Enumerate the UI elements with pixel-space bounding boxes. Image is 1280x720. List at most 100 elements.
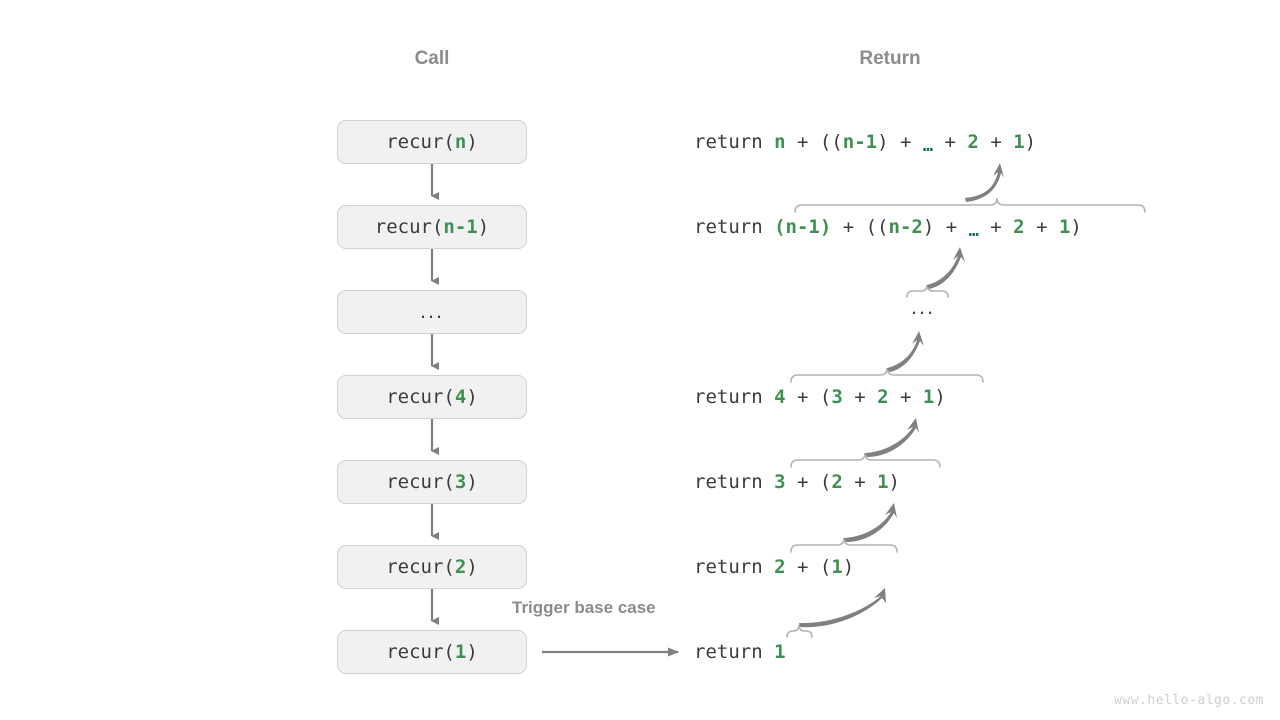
return-operator: + ((	[831, 216, 889, 238]
call-arg: n	[454, 131, 467, 153]
space	[763, 556, 774, 578]
return-operator: + ((	[785, 131, 843, 153]
call-box-recur-3: recur(3)	[337, 460, 527, 504]
call-box-text: recur(n)	[386, 131, 478, 153]
return-term: 2	[831, 471, 843, 493]
watermark: www.hello-algo.com	[1114, 693, 1264, 708]
return-term: 2	[774, 556, 786, 578]
return-arrow-4-to-ellipsis	[887, 331, 924, 372]
call-fn-name: recur(	[386, 386, 455, 408]
brace-line-2	[790, 537, 898, 553]
call-fn-name: recur(	[374, 216, 444, 238]
call-box-recur-n1: recur(n-1)	[337, 205, 527, 249]
return-term: 1	[774, 641, 786, 663]
brace-line-ellipsis	[906, 284, 949, 298]
return-keyword: return	[694, 471, 763, 493]
brace-line-1	[786, 624, 813, 638]
column-header-return: Return	[859, 48, 921, 69]
return-line-n1: return (n-1) + ((n-2) + … + 2 + 1)	[694, 212, 1082, 242]
call-box-text: recur(n-1)	[375, 216, 489, 238]
space	[763, 471, 774, 493]
return-operator: +	[1024, 216, 1059, 238]
call-box-text: ...	[419, 301, 445, 323]
return-operator: ) +	[877, 131, 923, 153]
return-arrow-2-to-3	[844, 503, 897, 542]
return-operator: +	[978, 216, 1014, 238]
call-arg: 2	[454, 556, 467, 578]
return-term: 2	[877, 386, 889, 408]
space	[763, 386, 774, 408]
return-term: 1	[1058, 216, 1071, 238]
call-fn-name: recur(	[386, 471, 455, 493]
return-term: n-2	[888, 216, 923, 238]
call-box-text: recur(3)	[386, 471, 478, 493]
return-term: n	[774, 131, 786, 153]
return-term: (n-1)	[774, 216, 832, 238]
return-operator: )	[888, 471, 900, 493]
call-paren-close: )	[466, 386, 478, 408]
return-line-n: return n + ((n-1) + … + 2 + 1)	[694, 127, 1036, 157]
return-line-3: return 3 + (2 + 1)	[694, 467, 900, 497]
call-arg: 4	[454, 386, 467, 408]
call-paren-close: )	[466, 556, 478, 578]
return-operator: + (	[785, 386, 832, 408]
return-operator: +	[933, 131, 968, 153]
call-paren-close: )	[466, 471, 478, 493]
call-box-recur-n: recur(n)	[337, 120, 527, 164]
call-paren-close: )	[466, 131, 478, 153]
return-term: 1	[831, 556, 843, 578]
call-box-recur-2: recur(2)	[337, 545, 527, 589]
trigger-base-case-label: Trigger base case	[512, 598, 656, 617]
return-term: 4	[774, 386, 786, 408]
return-term: 3	[831, 386, 843, 408]
return-term: 1	[922, 386, 935, 408]
return-operator: +	[842, 386, 878, 408]
return-term: 1	[1013, 131, 1025, 153]
return-operator: +	[842, 471, 878, 493]
return-arrow-n1-to-n	[965, 163, 1004, 202]
call-paren-close: )	[477, 216, 490, 238]
brace-line-n1	[794, 197, 1146, 213]
call-box-recur-1: recur(1)	[337, 630, 527, 674]
call-fn-name: recur(	[386, 131, 455, 153]
call-fn-name: recur(	[386, 641, 455, 663]
return-arrow-1-to-2	[799, 588, 886, 628]
return-operator: )	[1070, 216, 1082, 238]
return-keyword: return	[694, 216, 763, 238]
return-operator: +	[978, 131, 1014, 153]
return-keyword: return	[694, 641, 763, 663]
call-arg: n-1	[443, 216, 478, 238]
return-term: 1	[877, 471, 889, 493]
space	[763, 216, 774, 238]
return-line-1: return 1	[694, 637, 786, 667]
return-line-2: return 2 + (1)	[694, 552, 854, 582]
return-ellipsis: …	[922, 136, 934, 156]
return-arrow-3-to-4	[865, 418, 919, 457]
call-fn-name: recur(	[386, 556, 455, 578]
brace-line-3	[790, 452, 941, 468]
return-term: 3	[774, 471, 786, 493]
return-operator: )	[1024, 131, 1037, 153]
call-box-text: recur(4)	[386, 386, 478, 408]
call-box-text: recur(2)	[386, 556, 478, 578]
call-box-ellipsis: ...	[337, 290, 527, 334]
return-operator: )	[842, 556, 855, 578]
return-keyword: return	[694, 386, 763, 408]
return-operator: )	[934, 386, 946, 408]
call-arg: 1	[454, 641, 467, 663]
return-term: 2	[1013, 216, 1025, 238]
return-operator: + (	[785, 471, 832, 493]
return-ellipsis: …	[968, 221, 979, 241]
return-operator: ) +	[922, 216, 969, 238]
return-keyword: return	[694, 556, 763, 578]
return-term: n-1	[842, 131, 878, 153]
return-term: 2	[967, 131, 979, 153]
return-operator: + (	[785, 556, 832, 578]
return-arrow-ellipsis-to-n1	[927, 247, 965, 289]
return-line-4: return 4 + (3 + 2 + 1)	[694, 382, 946, 412]
brace-line-4	[790, 367, 984, 383]
space	[763, 131, 774, 153]
column-header-call: Call	[414, 48, 450, 69]
call-arg: 3	[454, 471, 467, 493]
